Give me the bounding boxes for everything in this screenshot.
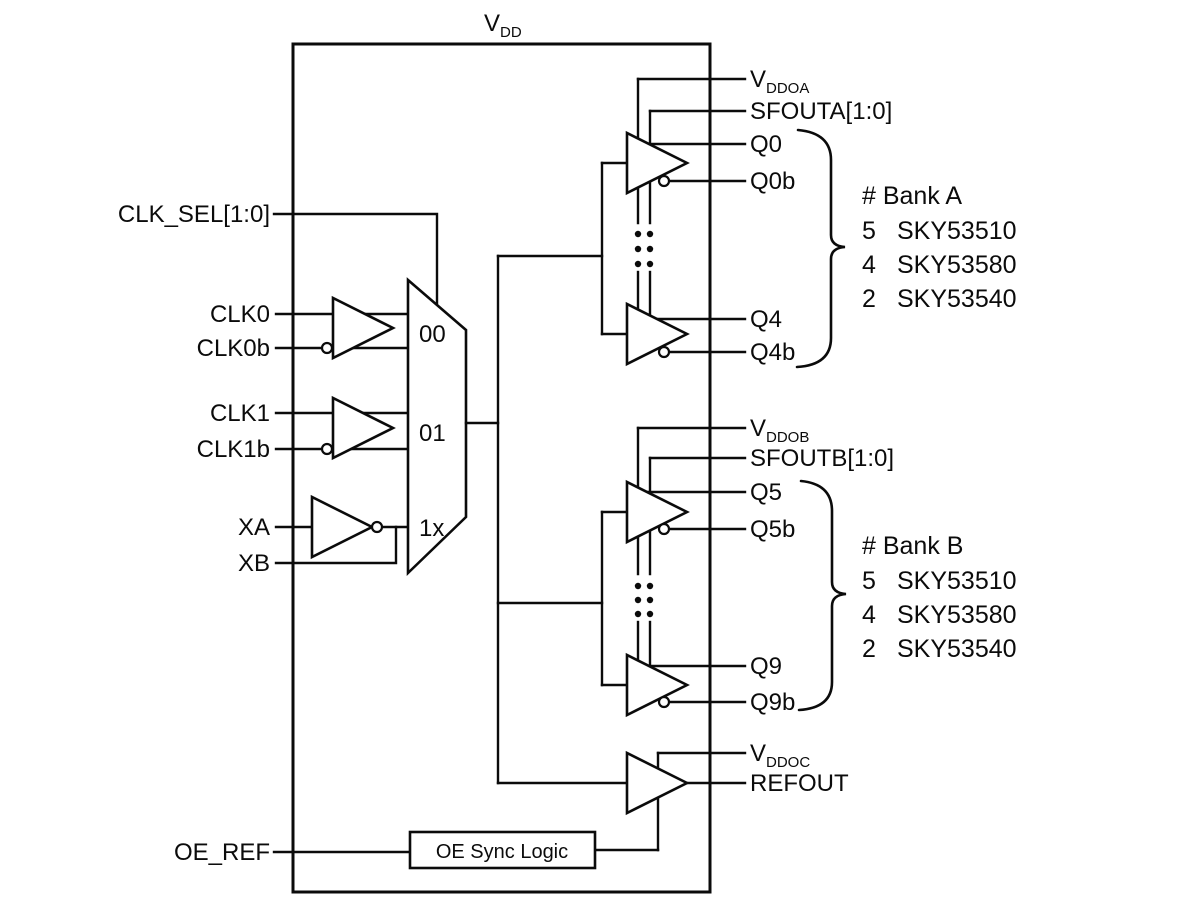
q5b-invert-bubble-icon xyxy=(657,522,671,536)
bank-a-legend-row: 4 SKY53580 xyxy=(862,251,1017,279)
bank-a-row1-count: 4 xyxy=(862,251,876,279)
xtal-osc-wires xyxy=(274,525,410,565)
bank-b-row1-part: SKY53580 xyxy=(897,601,1017,629)
vdd-main-text: V xyxy=(484,10,500,37)
bank-b-legend: # Bank B 5 SKY53510 4 SKY53580 2 SKY53540 xyxy=(862,532,1017,663)
vddob-main-text: V xyxy=(750,415,766,442)
clk0-input-buffer xyxy=(331,295,396,361)
oe-sync-logic-label: OE Sync Logic xyxy=(436,841,568,863)
bank-b-buffer-q9 xyxy=(625,652,690,718)
clk0b-invert-bubble-icon xyxy=(320,341,334,355)
mux-output-bus xyxy=(464,254,500,785)
mux-input-01-label: 01 xyxy=(419,420,446,447)
bank-a-legend-header: # Bank A xyxy=(862,182,962,210)
mux-input-1x-label: 1x xyxy=(419,515,444,542)
clk1b-invert-bubble-icon xyxy=(320,442,334,456)
bank-b-row0-count: 5 xyxy=(862,567,876,595)
vddoa-sub-text: DDOA xyxy=(766,80,809,97)
clk-sel-wire xyxy=(272,212,439,308)
bank-b-output-wires xyxy=(636,426,747,704)
q5b-pin-label: Q5b xyxy=(750,516,795,543)
q9-pin-label: Q9 xyxy=(750,653,782,680)
bank-b-legend-header: # Bank B xyxy=(862,532,963,560)
q9b-invert-bubble-icon xyxy=(657,695,671,709)
vddoa-pin-label: VDDOA xyxy=(750,66,809,97)
bank-b-row2-part: SKY53540 xyxy=(897,635,1017,663)
clk-sel-pin-label: CLK_SEL[1:0] xyxy=(118,201,270,228)
refout-buffer xyxy=(625,750,690,816)
q5-pin-label: Q5 xyxy=(750,479,782,506)
q0b-invert-bubble-icon xyxy=(657,174,671,188)
sfoutb-pin-label: SFOUTB[1:0] xyxy=(750,445,894,472)
clk0b-pin-label: CLK0b xyxy=(197,335,270,362)
q0b-pin-label: Q0b xyxy=(750,168,795,195)
vddoa-main-text: V xyxy=(750,66,766,93)
bank-a-row2-part: SKY53540 xyxy=(897,285,1017,313)
vddob-pin-label: VDDOB xyxy=(750,415,809,446)
xb-pin-label: XB xyxy=(238,550,270,577)
bank-a-row0-count: 5 xyxy=(862,217,876,245)
bank-b-row1-count: 4 xyxy=(862,601,876,629)
clk0-pin-label: CLK0 xyxy=(210,301,270,328)
xtal-inverter-bubble-icon xyxy=(370,520,384,534)
bank-b-row2-count: 2 xyxy=(862,635,876,663)
bank-b-distribution-wires xyxy=(496,510,629,687)
oe-ref-pin-label: OE_REF xyxy=(174,839,270,866)
bank-a-distribution-wires xyxy=(496,161,629,336)
bank-b-buffer-q5 xyxy=(625,479,690,545)
bank-a-row2-count: 2 xyxy=(862,285,876,313)
clk1-pin-label: CLK1 xyxy=(210,400,270,427)
bank-b-ellipsis-dots-icon xyxy=(634,582,654,618)
clk1b-pin-label: CLK1b xyxy=(197,436,270,463)
bank-b-legend-row: 2 SKY53540 xyxy=(862,635,1017,663)
bank-a-legend-row: 5 SKY53510 xyxy=(862,217,1017,245)
ic-boundary-box xyxy=(291,42,712,894)
oe-sync-logic-box xyxy=(408,830,597,870)
vddoc-main-text: V xyxy=(750,740,766,767)
vddoc-pin-label: VDDOC xyxy=(750,740,810,771)
q0-pin-label: Q0 xyxy=(750,131,782,158)
bank-a-row0-part: SKY53510 xyxy=(897,217,1017,245)
vddoc-sub-text: DDOC xyxy=(766,754,810,771)
sfouta-pin-label: SFOUTA[1:0] xyxy=(750,98,892,125)
bank-b-brace xyxy=(797,479,847,712)
bank-a-buffer-q0 xyxy=(625,130,690,196)
clock-mux xyxy=(406,277,468,577)
mux-input-00-label: 00 xyxy=(419,321,446,348)
bank-a-ellipsis-dots-icon xyxy=(634,230,654,268)
bank-a-legend: # Bank A 5 SKY53510 4 SKY53580 2 SKY53540 xyxy=(862,182,1017,313)
refout-pin-label: REFOUT xyxy=(750,770,849,797)
xa-pin-label: XA xyxy=(238,514,270,541)
bank-a-buffer-q4 xyxy=(625,301,690,367)
q4b-pin-label: Q4b xyxy=(750,339,795,366)
clk1-input-buffer xyxy=(331,395,396,461)
vdd-pin-label: VDD xyxy=(484,10,522,41)
bank-a-row1-part: SKY53580 xyxy=(897,251,1017,279)
q9b-pin-label: Q9b xyxy=(750,689,795,716)
bank-b-legend-row: 5 SKY53510 xyxy=(862,567,1017,595)
q4-pin-label: Q4 xyxy=(750,306,782,333)
q4b-invert-bubble-icon xyxy=(657,345,671,359)
bank-a-brace xyxy=(795,128,846,369)
vddob-sub-text: DDOB xyxy=(766,429,809,446)
bank-b-legend-row: 4 SKY53580 xyxy=(862,601,1017,629)
bank-b-row0-part: SKY53510 xyxy=(897,567,1017,595)
bank-a-output-wires xyxy=(636,77,747,354)
bank-a-legend-row: 2 SKY53540 xyxy=(862,285,1017,313)
vdd-sub-text: DD xyxy=(500,24,522,41)
xtal-inverter xyxy=(310,494,375,560)
